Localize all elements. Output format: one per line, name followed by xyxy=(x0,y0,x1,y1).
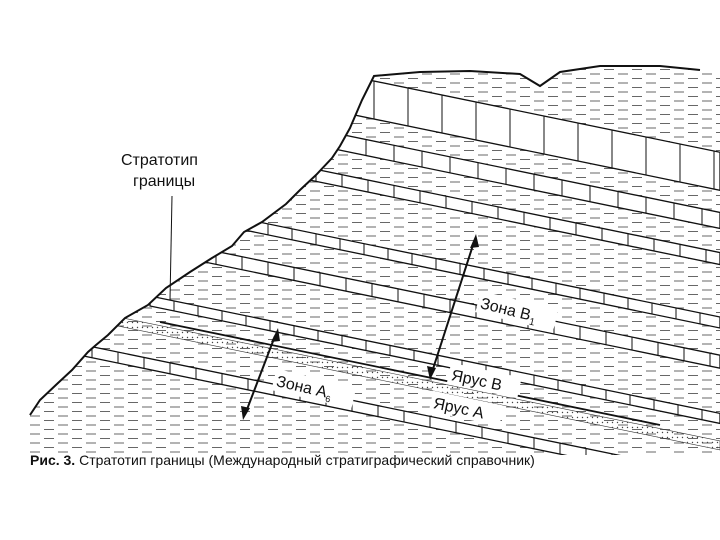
figure-caption: Рис. 3. Стратотип границы (Международный… xyxy=(30,452,710,468)
figure-caption-text: Стратотип границы (Международный стратиг… xyxy=(79,452,535,468)
stratotype-label-line2: границы xyxy=(133,173,195,190)
figure-number: Рис. 3. xyxy=(30,452,75,468)
stratotype-label-line1: Стратотип xyxy=(121,152,198,169)
